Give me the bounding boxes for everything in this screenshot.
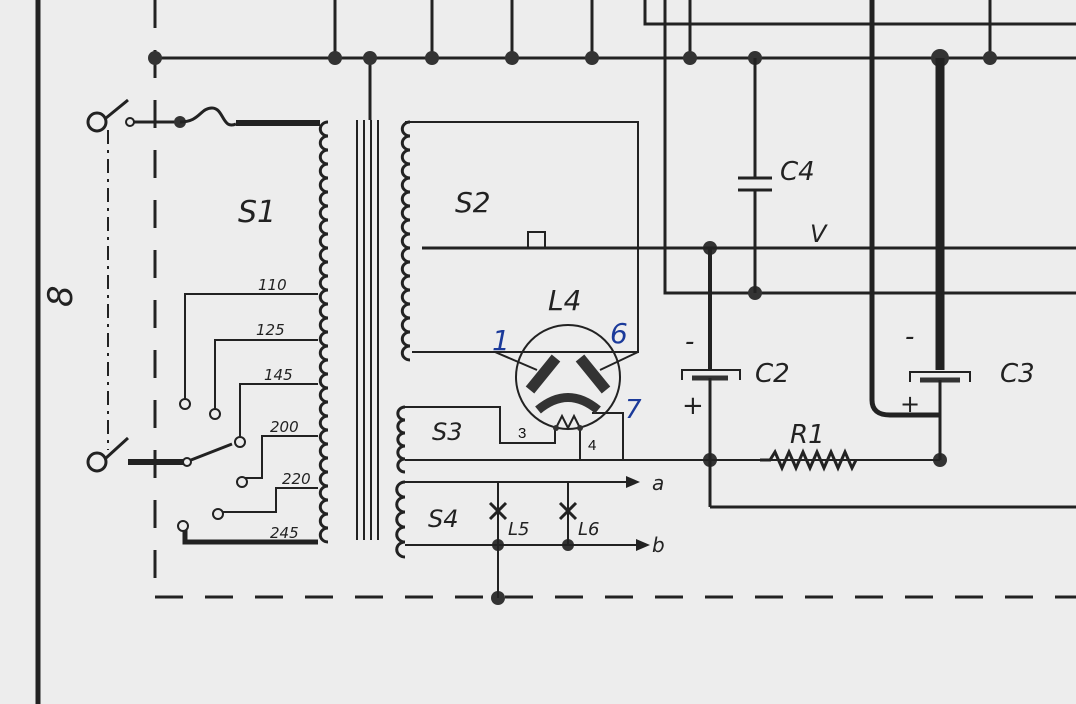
- tap-245: 245: [270, 524, 299, 542]
- label-s1: S1: [238, 195, 276, 230]
- transformer-core: [356, 120, 379, 540]
- s4-aux-coil: [395, 480, 406, 559]
- label-v: V: [810, 220, 828, 248]
- tap-125: 125: [256, 321, 285, 339]
- s3-wire-top: [405, 406, 556, 444]
- pin7-wire: [592, 412, 624, 460]
- arrow-b-icon: [636, 539, 650, 551]
- c2-plus: +: [682, 391, 704, 421]
- capacitor-c2: [681, 248, 1076, 509]
- s2-wiring: [405, 121, 639, 353]
- mains-switch-top: [86, 98, 320, 133]
- label-fuse-symbol: 8: [41, 285, 81, 307]
- resistor-r1: [760, 448, 858, 472]
- tap-200: 200: [270, 418, 299, 436]
- c2-minus: -: [685, 327, 694, 357]
- label-l6: L6: [578, 519, 599, 540]
- s2-secondary-coil: [400, 120, 411, 362]
- label-s2: S2: [455, 186, 491, 219]
- c3-plus: +: [900, 390, 920, 418]
- crossover-bridge: [527, 231, 546, 248]
- s1-taps: [177, 293, 318, 545]
- arrow-a-icon: [626, 476, 640, 488]
- c3-minus: -: [905, 322, 914, 352]
- pin-7: 7: [625, 395, 642, 425]
- s1-primary-coil: [318, 120, 329, 544]
- tap-110: 110: [258, 276, 287, 294]
- mains-switch-bottom: [86, 436, 233, 473]
- s3-heater-coil: [396, 405, 406, 474]
- label-r1: R1: [790, 420, 825, 450]
- rectifier-tube-l4: [494, 324, 639, 431]
- capacitor-c3: [869, 0, 971, 460]
- pin-4: 4: [588, 437, 596, 454]
- label-c3: C3: [1000, 359, 1035, 389]
- label-l5: L5: [508, 519, 529, 540]
- junction-dots: [148, 49, 997, 605]
- label-b: b: [652, 533, 665, 557]
- pin-6: 6: [610, 317, 628, 350]
- capacitor-c4: [738, 58, 772, 293]
- pin-1: 1: [492, 324, 510, 357]
- lamp-l6-icon: [558, 501, 578, 521]
- label-c2: C2: [755, 359, 790, 389]
- tap-220: 220: [282, 470, 311, 488]
- label-l4: L4: [548, 284, 581, 317]
- tap-145: 145: [264, 366, 293, 384]
- label-s4: S4: [428, 505, 459, 533]
- pin-3: 3: [518, 425, 526, 442]
- label-a: a: [652, 471, 664, 495]
- label-s3: S3: [432, 418, 463, 446]
- label-c4: C4: [780, 157, 815, 187]
- lamp-l5-icon: [488, 501, 508, 521]
